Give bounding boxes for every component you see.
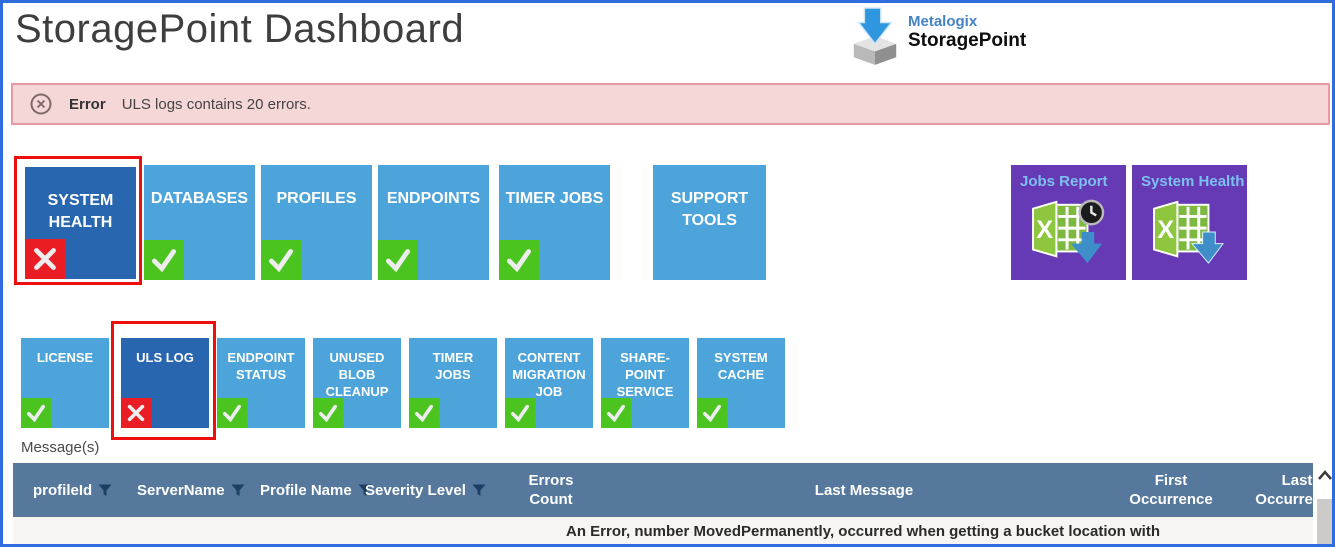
tile-label: ENDPOINTS <box>386 190 481 207</box>
excel-export-icon: X <box>1145 197 1235 272</box>
filter-icon[interactable] <box>358 484 372 497</box>
tile-label: CONTENT MIGRATION JOB <box>512 350 586 399</box>
filter-icon[interactable] <box>472 484 486 497</box>
tile-label: TIMER JOBS <box>505 190 604 207</box>
tile-databases[interactable]: DATABASES <box>144 165 255 280</box>
tile-unused-blob-cleanup[interactable]: UNUSED BLOB CLEANUP <box>313 338 401 428</box>
metalogix-storagepoint-logo: Metalogix StoragePoint <box>848 7 1026 70</box>
tile-uls-log[interactable]: ULS LOG <box>121 338 209 428</box>
ok-status-icon <box>21 398 51 428</box>
table-scrollbar[interactable] <box>1315 462 1332 544</box>
column-header-severity-level: Severity Level <box>365 463 486 517</box>
ok-status-icon <box>217 398 247 428</box>
column-header-errors-count: Errors Count <box>528 472 574 508</box>
filter-icon[interactable] <box>98 484 112 497</box>
error-banner-label: Error <box>69 95 106 113</box>
svg-text:X: X <box>1036 216 1053 244</box>
tile-profiles[interactable]: PROFILES <box>261 165 372 280</box>
error-banner-message: ULS logs contains 20 errors. <box>121 95 311 113</box>
svg-text:X: X <box>1157 216 1174 244</box>
ok-status-icon <box>499 240 539 280</box>
tile-label: PROFILES <box>276 190 357 207</box>
ok-status-icon <box>409 398 439 428</box>
tile-label: SYSTEM HEALTH <box>47 192 114 231</box>
tile-label: SYSTEM CACHE <box>714 350 768 382</box>
page-title: StoragePoint Dashboard <box>15 7 465 51</box>
report-tile-label: Jobs Report <box>1020 173 1108 190</box>
tile-label: UNUSED BLOB CLEANUP <box>325 350 389 399</box>
ok-status-icon <box>697 398 727 428</box>
tile-label: ENDPOINT STATUS <box>227 350 295 382</box>
ok-status-icon <box>144 240 184 280</box>
ok-status-icon <box>261 240 301 280</box>
error-status-icon <box>25 239 65 279</box>
error-status-icon <box>121 398 151 428</box>
messages-grid-header: profileId ServerName Profile Name Severi… <box>13 463 1313 517</box>
tile-endpoint-status[interactable]: ENDPOINT STATUS <box>217 338 305 428</box>
ok-status-icon <box>601 398 631 428</box>
column-header-profile-name: Profile Name <box>260 463 372 517</box>
filter-icon[interactable] <box>231 484 245 497</box>
tile-system-cache[interactable]: SYSTEM CACHE <box>697 338 785 428</box>
tile-label: SHARE-POINT SERVICE <box>616 350 674 399</box>
table-row[interactable]: An Error, number MovedPermanently, occur… <box>13 517 1313 544</box>
system-health-report-tile[interactable]: System Health X <box>1132 165 1247 280</box>
tile-label: ULS LOG <box>136 350 194 365</box>
highlight-annotation-system-health <box>14 156 142 285</box>
tile-label: DATABASES <box>150 190 249 207</box>
ok-status-icon <box>378 240 418 280</box>
tile-license[interactable]: LICENSE <box>21 338 109 428</box>
column-header-last-occurrence: Last Occurrence <box>1255 472 1313 508</box>
column-header-last-message: Last Message <box>814 481 914 499</box>
storagepoint-cube-arrow-icon <box>848 7 902 70</box>
scrollbar-thumb[interactable] <box>1317 499 1332 544</box>
column-header-first-occurrence: First Occurrence <box>1129 472 1213 508</box>
tile-timer-jobs[interactable]: TIMER JOBS <box>499 165 610 280</box>
tile-timer-jobs-2[interactable]: TIMER JOBS <box>409 338 497 428</box>
excel-scheduled-export-icon: X <box>1024 197 1114 272</box>
report-tile-label: System Health <box>1141 173 1245 190</box>
tile-content-migration-job[interactable]: CONTENT MIGRATION JOB <box>505 338 593 428</box>
ok-status-icon <box>505 398 535 428</box>
error-circle-icon <box>29 92 53 116</box>
jobs-report-tile[interactable]: Jobs Report X <box>1011 165 1126 280</box>
tile-endpoints[interactable]: ENDPOINTS <box>378 165 489 280</box>
scroll-up-icon[interactable] <box>1316 468 1332 482</box>
logo-product-text: StoragePoint <box>908 30 1027 51</box>
error-banner: Error ULS logs contains 20 errors. <box>11 83 1330 125</box>
tile-label: LICENSE <box>36 350 94 365</box>
logo-brand-text: Metalogix <box>908 13 978 30</box>
tile-label: TIMER JOBS <box>432 350 474 382</box>
column-header-profileid: profileId <box>33 463 112 517</box>
tile-label: SUPPORT TOOLS <box>670 190 749 229</box>
tile-sharepoint-service[interactable]: SHARE-POINT SERVICE <box>601 338 689 428</box>
tile-system-health[interactable]: SYSTEM HEALTH <box>25 167 136 279</box>
column-header-servername: ServerName <box>137 463 245 517</box>
messages-section-label: Message(s) <box>21 439 100 456</box>
ok-status-icon <box>313 398 343 428</box>
tile-support-tools[interactable]: SUPPORT TOOLS <box>653 165 766 280</box>
highlight-annotation-uls-log <box>111 321 216 440</box>
last-message-cell: An Error, number MovedPermanently, occur… <box>566 523 1160 544</box>
